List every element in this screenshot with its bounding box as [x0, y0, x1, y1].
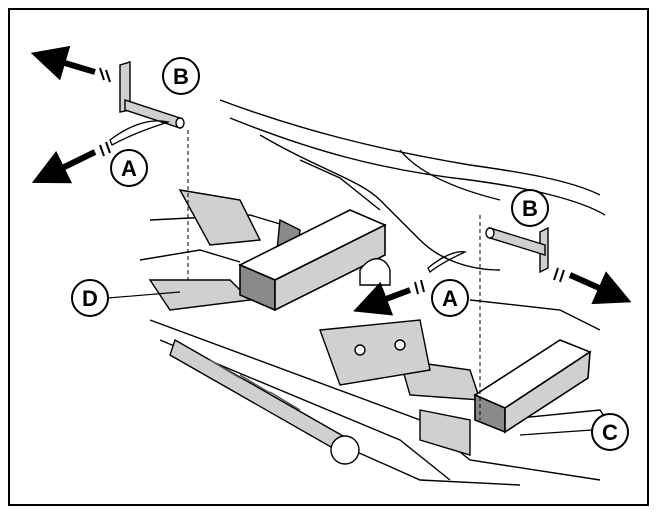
callout-d-left: D	[71, 279, 109, 317]
leader-lines	[107, 291, 593, 436]
callout-a-mid: A	[431, 279, 469, 317]
tension-rod	[169, 338, 360, 465]
square-tube-right	[473, 339, 592, 434]
callout-b-right: B	[511, 189, 549, 227]
callout-b-top-label: B	[173, 64, 189, 89]
callout-a-top: A	[110, 149, 148, 187]
callout-d-left-label: D	[82, 286, 98, 311]
guide-lines	[187, 130, 481, 420]
callout-b-right-label: B	[522, 196, 538, 221]
callout-b-top: B	[162, 57, 200, 95]
callout-c-right-label: C	[602, 420, 618, 445]
callout-a-mid-label: A	[442, 286, 458, 311]
arrow-hatching	[99, 67, 565, 295]
hair-pin-clip-icon	[109, 120, 468, 274]
callout-a-top-label: A	[121, 156, 137, 181]
center-mechanism	[319, 258, 431, 386]
arrow-outward-icon	[30, 45, 632, 316]
callout-c-right: C	[591, 413, 629, 451]
square-tube-left	[238, 209, 387, 312]
